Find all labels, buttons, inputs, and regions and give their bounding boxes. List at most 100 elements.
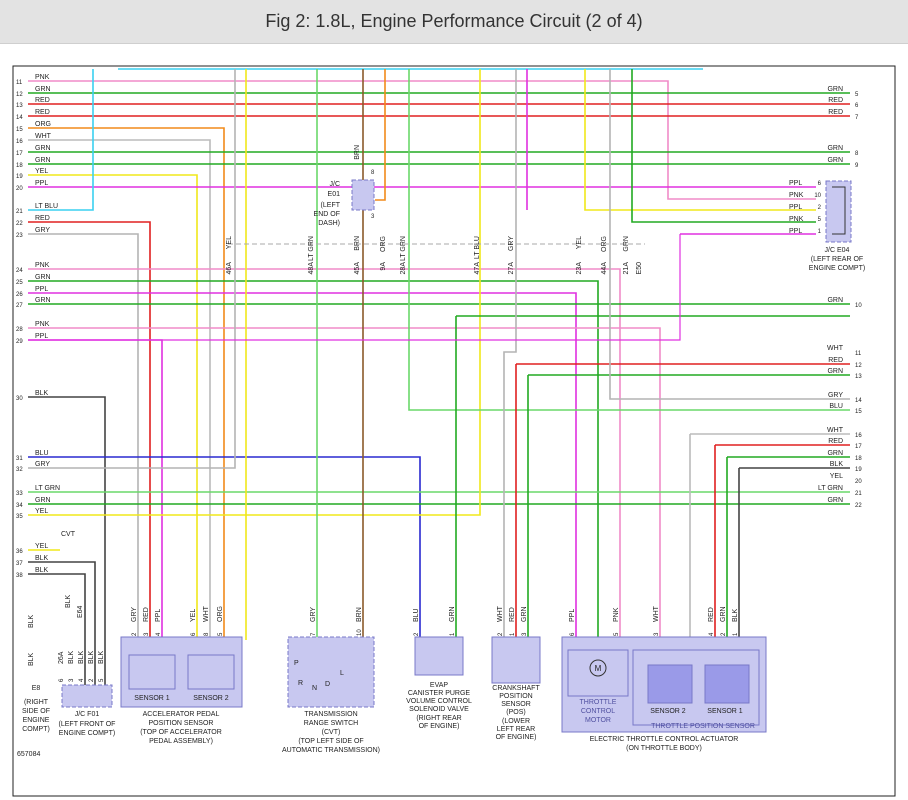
accel-pin-color: GRY: [131, 607, 138, 622]
trans-location: (TOP LEFT SIDE OF: [298, 738, 363, 745]
right-wire-color: GRN: [827, 145, 843, 152]
wire-28a-ltgrn: [408, 69, 850, 411]
jc-e04-pin-number: 10: [814, 193, 821, 199]
trans-position-label: L: [340, 670, 344, 677]
left-wire-color: RED: [35, 215, 50, 222]
e8-desc: SIDE OF: [22, 708, 50, 715]
diagram-frame: [12, 65, 896, 797]
accel-pin-number: 4: [156, 632, 162, 636]
splice-wire-color: LT GRN: [400, 236, 407, 261]
left-wire-color: RED: [35, 109, 50, 116]
right-wire-color: YEL: [830, 473, 843, 480]
etc-pin-number: 6: [570, 632, 576, 636]
jc-f01-pin-number: 6: [59, 678, 65, 682]
left-wire-number: 26: [16, 292, 23, 298]
jc-e04-box: [825, 180, 852, 243]
accel-sensor1-box: [128, 654, 176, 690]
left-wire-number: 28: [16, 327, 23, 333]
e8-desc: COMPT): [22, 726, 50, 733]
left-wire-number: 31: [16, 456, 23, 462]
splice-wire-color: LT BLU: [474, 236, 481, 259]
wire-30-blk: [28, 396, 106, 685]
etc-pin-color: BLK: [732, 608, 739, 622]
etc-name: (ON THROTTLE BODY): [626, 745, 702, 752]
jc-f01-box: [61, 684, 113, 708]
right-wire-color: GRN: [827, 86, 843, 93]
jc-e04-pin-color: PPL: [789, 228, 802, 235]
right-wire-number: 6: [855, 103, 859, 109]
left-wire-number: 27: [16, 303, 23, 309]
accel-pin-color: YEL: [190, 609, 197, 622]
splice-label: 21A: [623, 262, 630, 275]
left-wire-color: GRY: [35, 227, 50, 234]
wire-44a-gry: [609, 69, 850, 400]
crank-location: (LOWER: [502, 718, 530, 725]
right-wire-color: RED: [828, 438, 843, 445]
splice-wire-color: YEL: [226, 236, 233, 249]
trans-pin-number: 7: [311, 632, 317, 636]
right-wire-color: GRN: [827, 368, 843, 375]
etc-name: ELECTRIC THROTTLE CONTROL ACTUATOR: [590, 736, 739, 743]
left-wire-number: 21: [16, 209, 23, 215]
accel-pin-number: 2: [132, 632, 138, 636]
crank-pin-color: RED: [509, 607, 516, 622]
left-wire-color: YEL: [35, 543, 48, 550]
left-wire-color: LT BLU: [35, 203, 58, 210]
left-wire-number: 22: [16, 221, 23, 227]
left-wire-number: 32: [16, 467, 23, 473]
components: [61, 179, 852, 733]
wire-28-pnk: [28, 327, 661, 640]
jc-e04-pin-number: 6: [818, 181, 822, 187]
jc-e01-code: E01: [328, 191, 341, 198]
e8-desc: (RIGHT: [24, 699, 49, 706]
wire-23-gry: [28, 233, 139, 640]
wire-16-wht: [28, 139, 211, 640]
etc-pin-color: PPL: [569, 609, 576, 622]
wire-35-yel: [28, 69, 481, 516]
evap-location: (RIGHT REAR: [416, 715, 461, 722]
splice-label: E50: [636, 262, 643, 275]
crank-name: CRANKSHAFT: [492, 685, 540, 692]
right-wire-number: 14: [855, 398, 862, 404]
page-title: Fig 2: 1.8L, Engine Performance Circuit …: [265, 11, 643, 31]
left-wire-number: 24: [16, 268, 23, 274]
wire-31-blu: [28, 456, 421, 640]
left-wire-color: ORG: [35, 121, 51, 128]
accel-pin-number: 5: [218, 632, 224, 636]
jc-f01-wire-label: 26A: [58, 651, 65, 664]
title-bar: Fig 2: 1.8L, Engine Performance Circuit …: [0, 0, 908, 44]
evap-pin-number: 2: [414, 632, 420, 636]
splice-label: 48A: [308, 262, 315, 275]
jc-e01-label: J/C: [330, 181, 341, 188]
right-wire-number: 19: [855, 467, 862, 473]
etc-sensor1-label: SENSOR 1: [707, 708, 743, 715]
e8-wire-label: BLK: [28, 614, 35, 628]
etc-sensor2-box: [647, 664, 693, 704]
etc-pin-number: 3: [654, 632, 660, 636]
etc-pin-color: PNK: [613, 607, 620, 622]
left-wire-color: GRN: [35, 297, 51, 304]
jc-f01-wire-label: BLK: [98, 650, 105, 664]
trans-position-label: N: [312, 685, 317, 692]
wire-9a-org: [375, 69, 386, 201]
etc-pin-number: 4: [709, 632, 715, 636]
jc-e01-top-pin: 8: [371, 170, 375, 176]
wires: [28, 68, 850, 685]
evap-name: CANISTER PURGE: [408, 690, 471, 697]
left-wire-color: PPL: [35, 333, 48, 340]
jc-e04-pin-color: PNK: [789, 192, 804, 199]
splice-wire-color: GRN: [623, 236, 630, 252]
left-wire-color: PPL: [35, 180, 48, 187]
right-wire-color: GRN: [827, 157, 843, 164]
splice-label: 23A: [576, 262, 583, 275]
evap-box: [414, 636, 464, 676]
right-wire-color: RED: [828, 109, 843, 116]
e8-wire-label: BLK: [28, 652, 35, 666]
accel-pin-number: 6: [191, 632, 197, 636]
left-wire-number: 18: [16, 163, 23, 169]
right-wire-color: GRN: [827, 297, 843, 304]
crank-pin-number: 1: [510, 632, 516, 636]
splice-wire-color: ORG: [380, 236, 387, 252]
left-wire-number: 23: [16, 233, 23, 239]
e8-label: E8: [32, 685, 41, 692]
